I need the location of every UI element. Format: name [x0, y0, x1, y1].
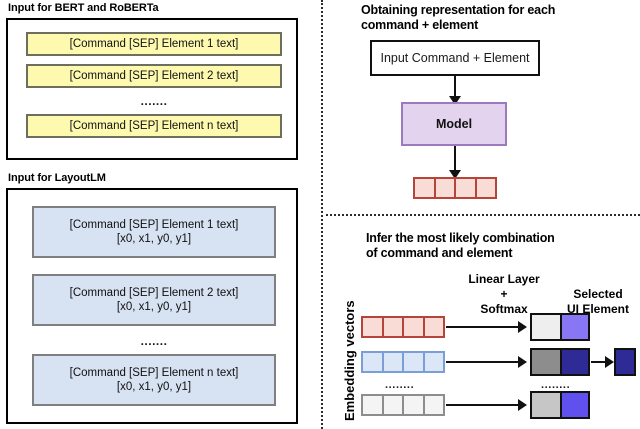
selected-ui-element-box [614, 348, 636, 376]
softmax-row3-prob-high [560, 393, 588, 417]
arrow-selected-head [605, 356, 614, 368]
layoutlm-token-coords-2: [x0, x1, y0, y1] [116, 301, 192, 313]
representation-cell-2 [435, 179, 456, 197]
layoutlm-token-text-n: [Command [SEP] Element n text] [69, 367, 239, 379]
bert-token-text-1: [Command [SEP] Element 1 text] [69, 38, 239, 50]
softmax-row2-prob-low [532, 350, 560, 374]
input-command-element-box: Input Command + Element [370, 40, 540, 76]
arrow-row3-line [446, 404, 520, 406]
layoutlm-token-coords-n: [x0, x1, y0, y1] [116, 381, 192, 393]
bert-input-panel: [Command [SEP] Element 1 text] [Command … [6, 18, 298, 160]
bert-token-box-2: [Command [SEP] Element 2 text] [26, 64, 282, 88]
embedding-vector-row-1 [361, 316, 445, 338]
representation-cell-4 [476, 179, 495, 197]
softmax-output-row-1 [530, 313, 590, 341]
embedding-cell-1-3 [404, 318, 425, 336]
linear-layer-label-line1: Linear Layer [468, 272, 540, 286]
vertical-dotted-divider [321, 0, 323, 429]
horizontal-dotted-divider [326, 214, 640, 216]
arrow-selected-line [591, 361, 609, 363]
embedding-vector-row-2 [361, 351, 445, 373]
layoutlm-token-box-1: [Command [SEP] Element 1 text] [x0, x1, … [32, 206, 276, 258]
representation-cell-3 [456, 179, 477, 197]
selected-ui-element-label-line2: UI Element [566, 302, 629, 316]
embedding-cell-2-1 [363, 353, 384, 371]
embedding-cell-1-2 [383, 318, 404, 336]
layoutlm-token-coords-1: [x0, x1, y0, y1] [116, 233, 192, 245]
embedding-cell-3-4 [424, 396, 443, 414]
right-bottom-title-line1: Infer the most likely combination [366, 231, 555, 245]
bert-token-box-1: [Command [SEP] Element 1 text] [26, 32, 282, 56]
layoutlm-input-panel: [Command [SEP] Element 1 text] [x0, x1, … [6, 188, 298, 424]
right-top-title-line2: command + element [361, 18, 479, 32]
layoutlm-token-box-2: [Command [SEP] Element 2 text] [x0, x1, … [32, 274, 276, 326]
representation-cell-1 [415, 179, 436, 197]
input-command-element-label: Input Command + Element [380, 51, 530, 65]
embedding-cell-2-4 [424, 353, 443, 371]
arrow-input-to-model-head [449, 96, 461, 105]
bert-panel-header: Input for BERT and RoBERTa [8, 2, 159, 14]
layoutlm-token-text-1: [Command [SEP] Element 1 text] [69, 219, 239, 231]
arrow-row2-head [518, 356, 527, 368]
softmax-row3-prob-low [532, 393, 560, 417]
arrow-model-to-vector-head [449, 170, 461, 179]
selected-ui-element-label: Selected UI Element [558, 287, 638, 317]
embedding-cell-3-1 [363, 396, 384, 414]
arrow-model-to-vector-line [454, 146, 456, 172]
arrow-row3-head [518, 399, 527, 411]
bert-token-text-n: [Command [SEP] Element n text] [69, 120, 239, 132]
embedding-vector-row-3 [361, 394, 445, 416]
embedding-cell-3-3 [404, 396, 425, 414]
right-bottom-title-line2: of command and element [366, 246, 513, 260]
layoutlm-token-text-2: [Command [SEP] Element 2 text] [69, 287, 239, 299]
softmax-row1-prob-high [560, 315, 588, 339]
right-top-title-line1: Obtaining representation for each [361, 3, 556, 17]
arrow-row1-head [518, 321, 527, 333]
embedding-cell-1-4 [424, 318, 443, 336]
linear-layer-label: Linear Layer + Softmax [441, 272, 567, 317]
embedding-cell-1-1 [363, 318, 384, 336]
embedding-vectors-label: Embedding vectors [342, 300, 357, 421]
bert-ellipsis: ....... [140, 94, 168, 108]
layoutlm-panel-header: Input for LayoutLM [8, 172, 106, 184]
model-box: Model [401, 102, 507, 146]
arrow-input-to-model-line [454, 76, 456, 98]
linear-layer-label-plus: + [500, 287, 508, 301]
layoutlm-token-box-n: [Command [SEP] Element n text] [x0, x1, … [32, 354, 276, 406]
embedding-cell-2-3 [404, 353, 425, 371]
bert-token-text-2: [Command [SEP] Element 2 text] [69, 70, 239, 82]
layoutlm-ellipsis: ....... [140, 334, 168, 348]
linear-layer-label-line3: Softmax [480, 302, 528, 316]
embedding-rows-ellipsis: ........ [385, 379, 415, 391]
softmax-output-row-2 [530, 348, 590, 376]
softmax-row2-prob-high [560, 350, 588, 374]
model-label: Model [435, 117, 473, 131]
embedding-cell-3-2 [383, 396, 404, 414]
representation-vector-strip [413, 177, 497, 199]
arrow-row2-line [446, 361, 520, 363]
bert-token-box-n: [Command [SEP] Element n text] [26, 114, 282, 138]
selected-ui-element-label-line1: Selected [573, 287, 623, 301]
embedding-cell-2-2 [383, 353, 404, 371]
softmax-output-row-3 [530, 391, 590, 419]
softmax-rows-ellipsis: ........ [541, 379, 571, 391]
arrow-row1-line [446, 326, 520, 328]
softmax-row1-prob-low [532, 315, 560, 339]
